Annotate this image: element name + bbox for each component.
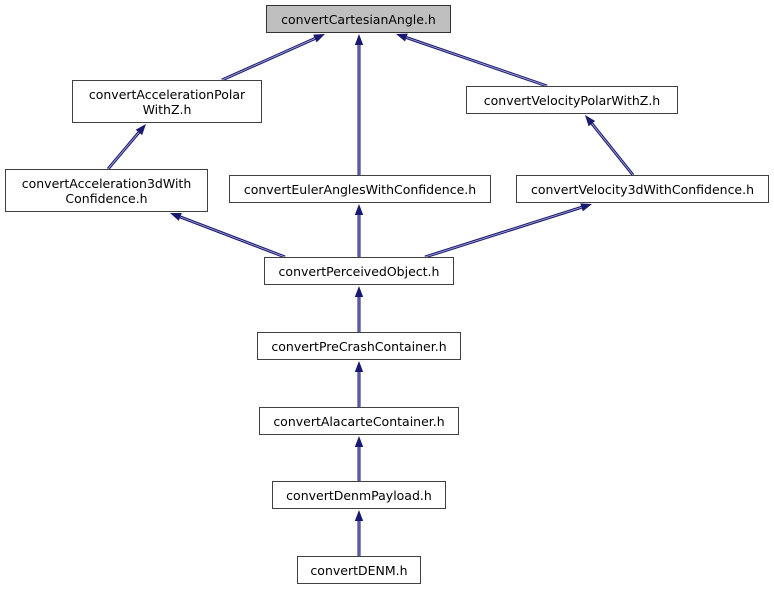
graph-edge-arrowhead <box>354 361 364 372</box>
graph-node-denm[interactable]: convertDENM.h <box>297 556 421 584</box>
graph-node-label: convertAlacarteContainer.h <box>273 413 445 429</box>
graph-node-preCrashContainer[interactable]: convertPreCrashContainer.h <box>257 332 461 360</box>
graph-node-acceleration3d[interactable]: convertAcceleration3dWith Confidence.h <box>5 169 208 212</box>
graph-edge-arrowhead <box>354 204 364 215</box>
graph-edge-accelerationPolarWithZ-to-cartesianAngle <box>221 34 325 82</box>
graph-edge-arrowhead <box>580 203 592 212</box>
graph-node-accelerationPolarWithZ[interactable]: convertAccelerationPolar WithZ.h <box>72 80 262 123</box>
graph-edge-arrowhead <box>313 34 325 43</box>
graph-edge-acceleration3d-to-accelerationPolarWithZ <box>106 124 146 170</box>
graph-edge-arrowhead <box>170 213 182 221</box>
graph-node-alacarteContainer[interactable]: convertAlacarteContainer.h <box>259 407 459 435</box>
graph-node-label: convertVelocity3dWithConfidence.h <box>530 181 755 197</box>
graph-edge-arrowhead <box>396 33 408 42</box>
graph-edge-denm-to-denmPayload <box>354 510 364 556</box>
graph-node-label: convertVelocityPolarWithZ.h <box>483 92 661 108</box>
graph-node-label: convertDenmPayload.h <box>286 487 432 503</box>
graph-node-eulerAngles[interactable]: convertEulerAnglesWithConfidence.h <box>229 175 491 203</box>
graph-node-label: convertAcceleration3dWith Confidence.h <box>21 175 192 206</box>
graph-edge-arrowhead <box>354 436 364 447</box>
graph-node-perceivedObject[interactable]: convertPerceivedObject.h <box>264 257 454 285</box>
graph-node-label: convertPerceivedObject.h <box>278 263 440 279</box>
graph-edge-perceivedObject-to-eulerAngles <box>354 204 364 257</box>
graph-node-label: convertCartesianAngle.h <box>281 11 436 27</box>
graph-node-label: convertDENM.h <box>310 562 408 578</box>
graph-edge-velocityPolarWithZ-to-cartesianAngle <box>396 33 548 88</box>
graph-edge-alacarteContainer-to-preCrashContainer <box>354 361 364 407</box>
graph-node-velocity3d[interactable]: convertVelocity3dWithConfidence.h <box>516 175 769 203</box>
graph-node-cartesianAngle: convertCartesianAngle.h <box>266 5 451 33</box>
graph-node-label: convertAccelerationPolar WithZ.h <box>88 86 246 117</box>
graph-edge-arrowhead <box>354 286 364 297</box>
graph-edge-eulerAngles-to-cartesianAngle <box>354 34 364 175</box>
graph-edge-perceivedObject-to-velocity3d <box>424 203 592 259</box>
graph-edge-velocity3d-to-velocityPolarWithZ <box>585 115 635 176</box>
graph-edge-arrowhead <box>354 34 364 45</box>
graph-edge-perceivedObject-to-acceleration3d <box>170 213 286 259</box>
graph-edge-arrowhead <box>585 115 596 127</box>
graph-edge-arrowhead <box>135 124 146 136</box>
graph-node-velocityPolarWithZ[interactable]: convertVelocityPolarWithZ.h <box>466 86 678 114</box>
graph-node-label: convertPreCrashContainer.h <box>271 338 447 354</box>
graph-node-label: convertEulerAnglesWithConfidence.h <box>243 181 477 197</box>
graph-edge-arrowhead <box>354 510 364 521</box>
graph-edge-denmPayload-to-alacarteContainer <box>354 436 364 481</box>
graph-node-denmPayload[interactable]: convertDenmPayload.h <box>272 481 446 509</box>
graph-edge-preCrashContainer-to-perceivedObject <box>354 286 364 332</box>
